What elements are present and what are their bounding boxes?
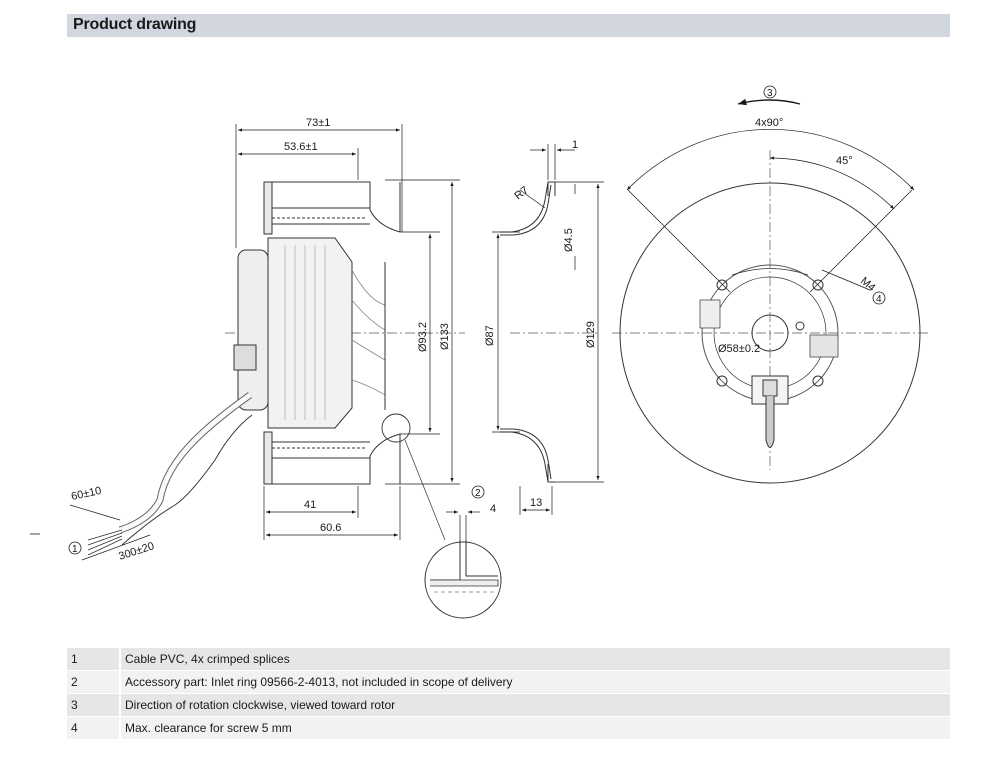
note-number: 2	[67, 671, 119, 693]
dim-60-10: 60±10	[70, 485, 102, 503]
callout-3: 3	[763, 85, 777, 99]
dim-d133: Ø133	[439, 323, 451, 350]
section-title: Product drawing	[73, 16, 197, 33]
note-row: 1 Cable PVC, 4x crimped splices	[67, 648, 950, 670]
front-view	[612, 150, 928, 484]
dim-4: 4	[490, 503, 496, 515]
inlet-profile-dimensions	[446, 144, 604, 540]
dim-1: 1	[572, 139, 578, 151]
note-row: 4 Max. clearance for screw 5 mm	[67, 717, 950, 739]
callout-4-label: 4	[876, 294, 882, 305]
callout-1-label: 1	[72, 544, 78, 555]
side-view-dimensions	[69, 124, 460, 561]
callout-2-label: 2	[475, 488, 481, 499]
dim-45: 45°	[836, 155, 853, 167]
note-row: 2 Accessory part: Inlet ring 09566-2-401…	[67, 671, 950, 693]
note-text: Direction of rotation clockwise, viewed …	[121, 694, 950, 716]
note-text: Accessory part: Inlet ring 09566-2-4013,…	[121, 671, 950, 693]
callout-2: 2	[471, 485, 485, 499]
note-text: Cable PVC, 4x crimped splices	[121, 648, 950, 670]
note-number: 1	[67, 648, 119, 670]
dim-4x90: 4x90°	[755, 117, 783, 129]
inlet-profile-labels: Ø87 1 R7 Ø4.5 Ø129 13 4	[484, 139, 597, 515]
section-header: Product drawing	[67, 14, 950, 37]
dim-d129: Ø129	[585, 321, 597, 348]
note-number: 4	[67, 717, 119, 739]
dim-d93-2: Ø93.2	[417, 322, 429, 352]
note-number: 3	[67, 694, 119, 716]
side-view	[87, 181, 465, 556]
callout-1: 1	[68, 541, 82, 555]
callout-4: 4	[872, 291, 886, 305]
dim-53-6: 53.6±1	[284, 141, 318, 153]
dim-d58: Ø58±0.2	[718, 343, 760, 355]
product-drawing: 73±1 53.6±1 41 60.6 Ø93.2 Ø133 60±10 300…	[30, 85, 928, 619]
dim-d87: Ø87	[484, 325, 496, 346]
dim-13: 13	[530, 497, 542, 509]
front-view-labels: 4x90° 45° M4 Ø58±0.2	[718, 117, 877, 355]
note-text: Max. clearance for screw 5 mm	[121, 717, 950, 739]
dim-m4: M4	[858, 275, 877, 294]
callout-3-label: 3	[767, 88, 773, 99]
dim-d4-5: Ø4.5	[563, 228, 575, 252]
front-view-dimensions	[626, 98, 915, 291]
note-row: 3 Direction of rotation clockwise, viewe…	[67, 694, 950, 716]
dim-41: 41	[304, 499, 316, 511]
notes-table: 1 Cable PVC, 4x crimped splices 2 Access…	[67, 648, 950, 740]
dim-73: 73±1	[306, 117, 330, 129]
dim-r7: R7	[512, 184, 530, 202]
dim-60-6: 60.6	[320, 522, 341, 534]
